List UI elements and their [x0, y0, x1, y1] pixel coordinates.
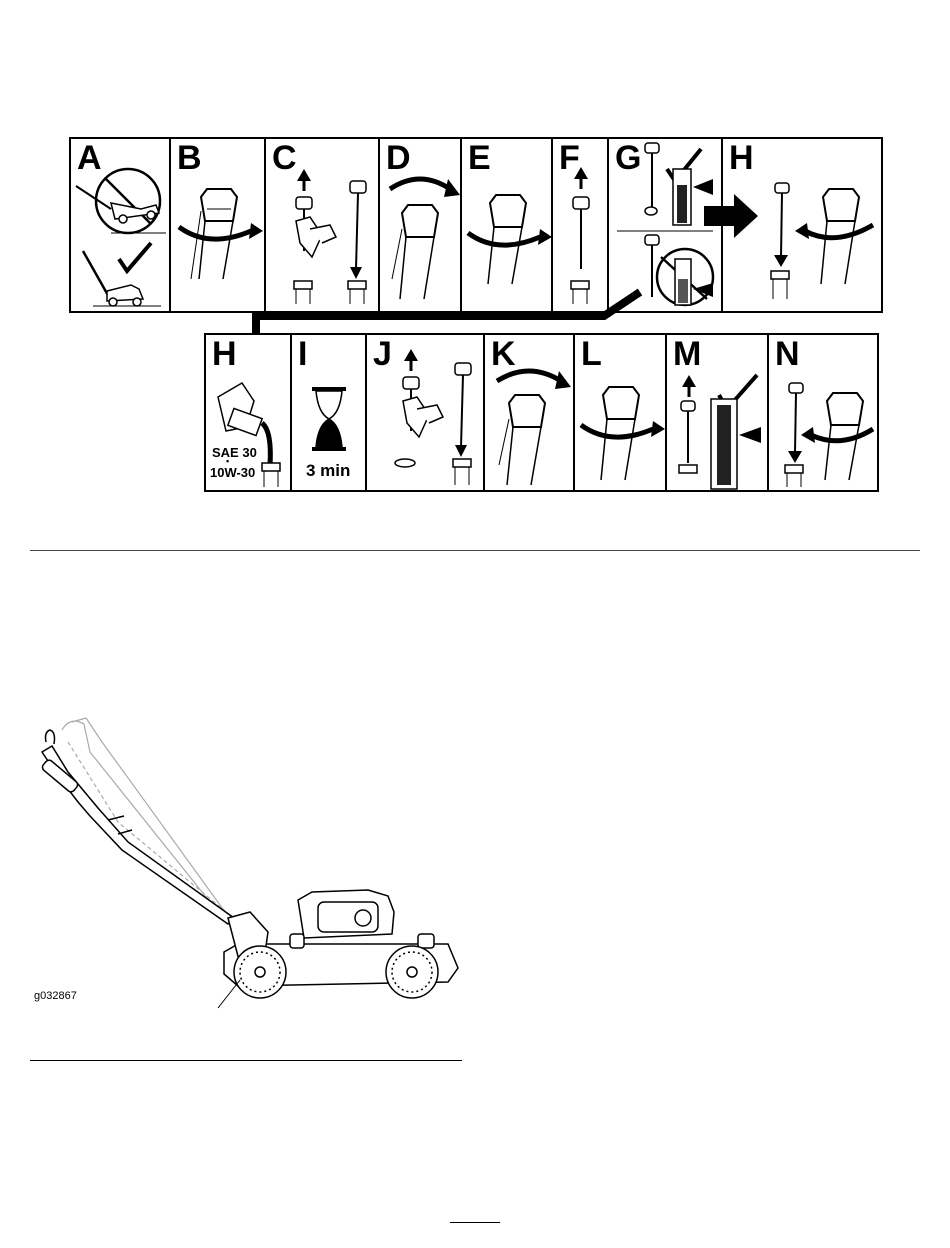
screw-cap-icon	[485, 335, 575, 490]
mower-illustration	[28, 712, 488, 1012]
steps-row-2: H SAE 30 • 10W-30 I 3 min J	[204, 333, 879, 492]
reinstall-cap-icon	[769, 335, 877, 490]
step-panel-n: N	[769, 335, 877, 490]
wipe-dipstick-icon	[367, 335, 485, 490]
step-panel-k: K	[485, 335, 575, 490]
step-panel-h-add-oil: H SAE 30 • 10W-30	[206, 335, 292, 490]
section-divider	[30, 550, 920, 551]
footer-rule	[450, 1222, 500, 1223]
figure-id-label: g032867	[34, 990, 77, 1002]
step-panel-j: J	[367, 335, 485, 490]
figure-divider	[30, 1060, 462, 1061]
oil-type-10w30: 10W-30	[210, 465, 255, 480]
wait-time-label: 3 min	[306, 461, 350, 481]
oil-type-sae30: SAE 30	[212, 445, 257, 460]
step-panel-l: L	[575, 335, 667, 490]
step-panel-m: M	[667, 335, 769, 490]
step-panel-i: I 3 min	[292, 335, 367, 490]
check-oil-full-icon	[667, 335, 769, 490]
unscrew-cap-icon	[575, 335, 667, 490]
